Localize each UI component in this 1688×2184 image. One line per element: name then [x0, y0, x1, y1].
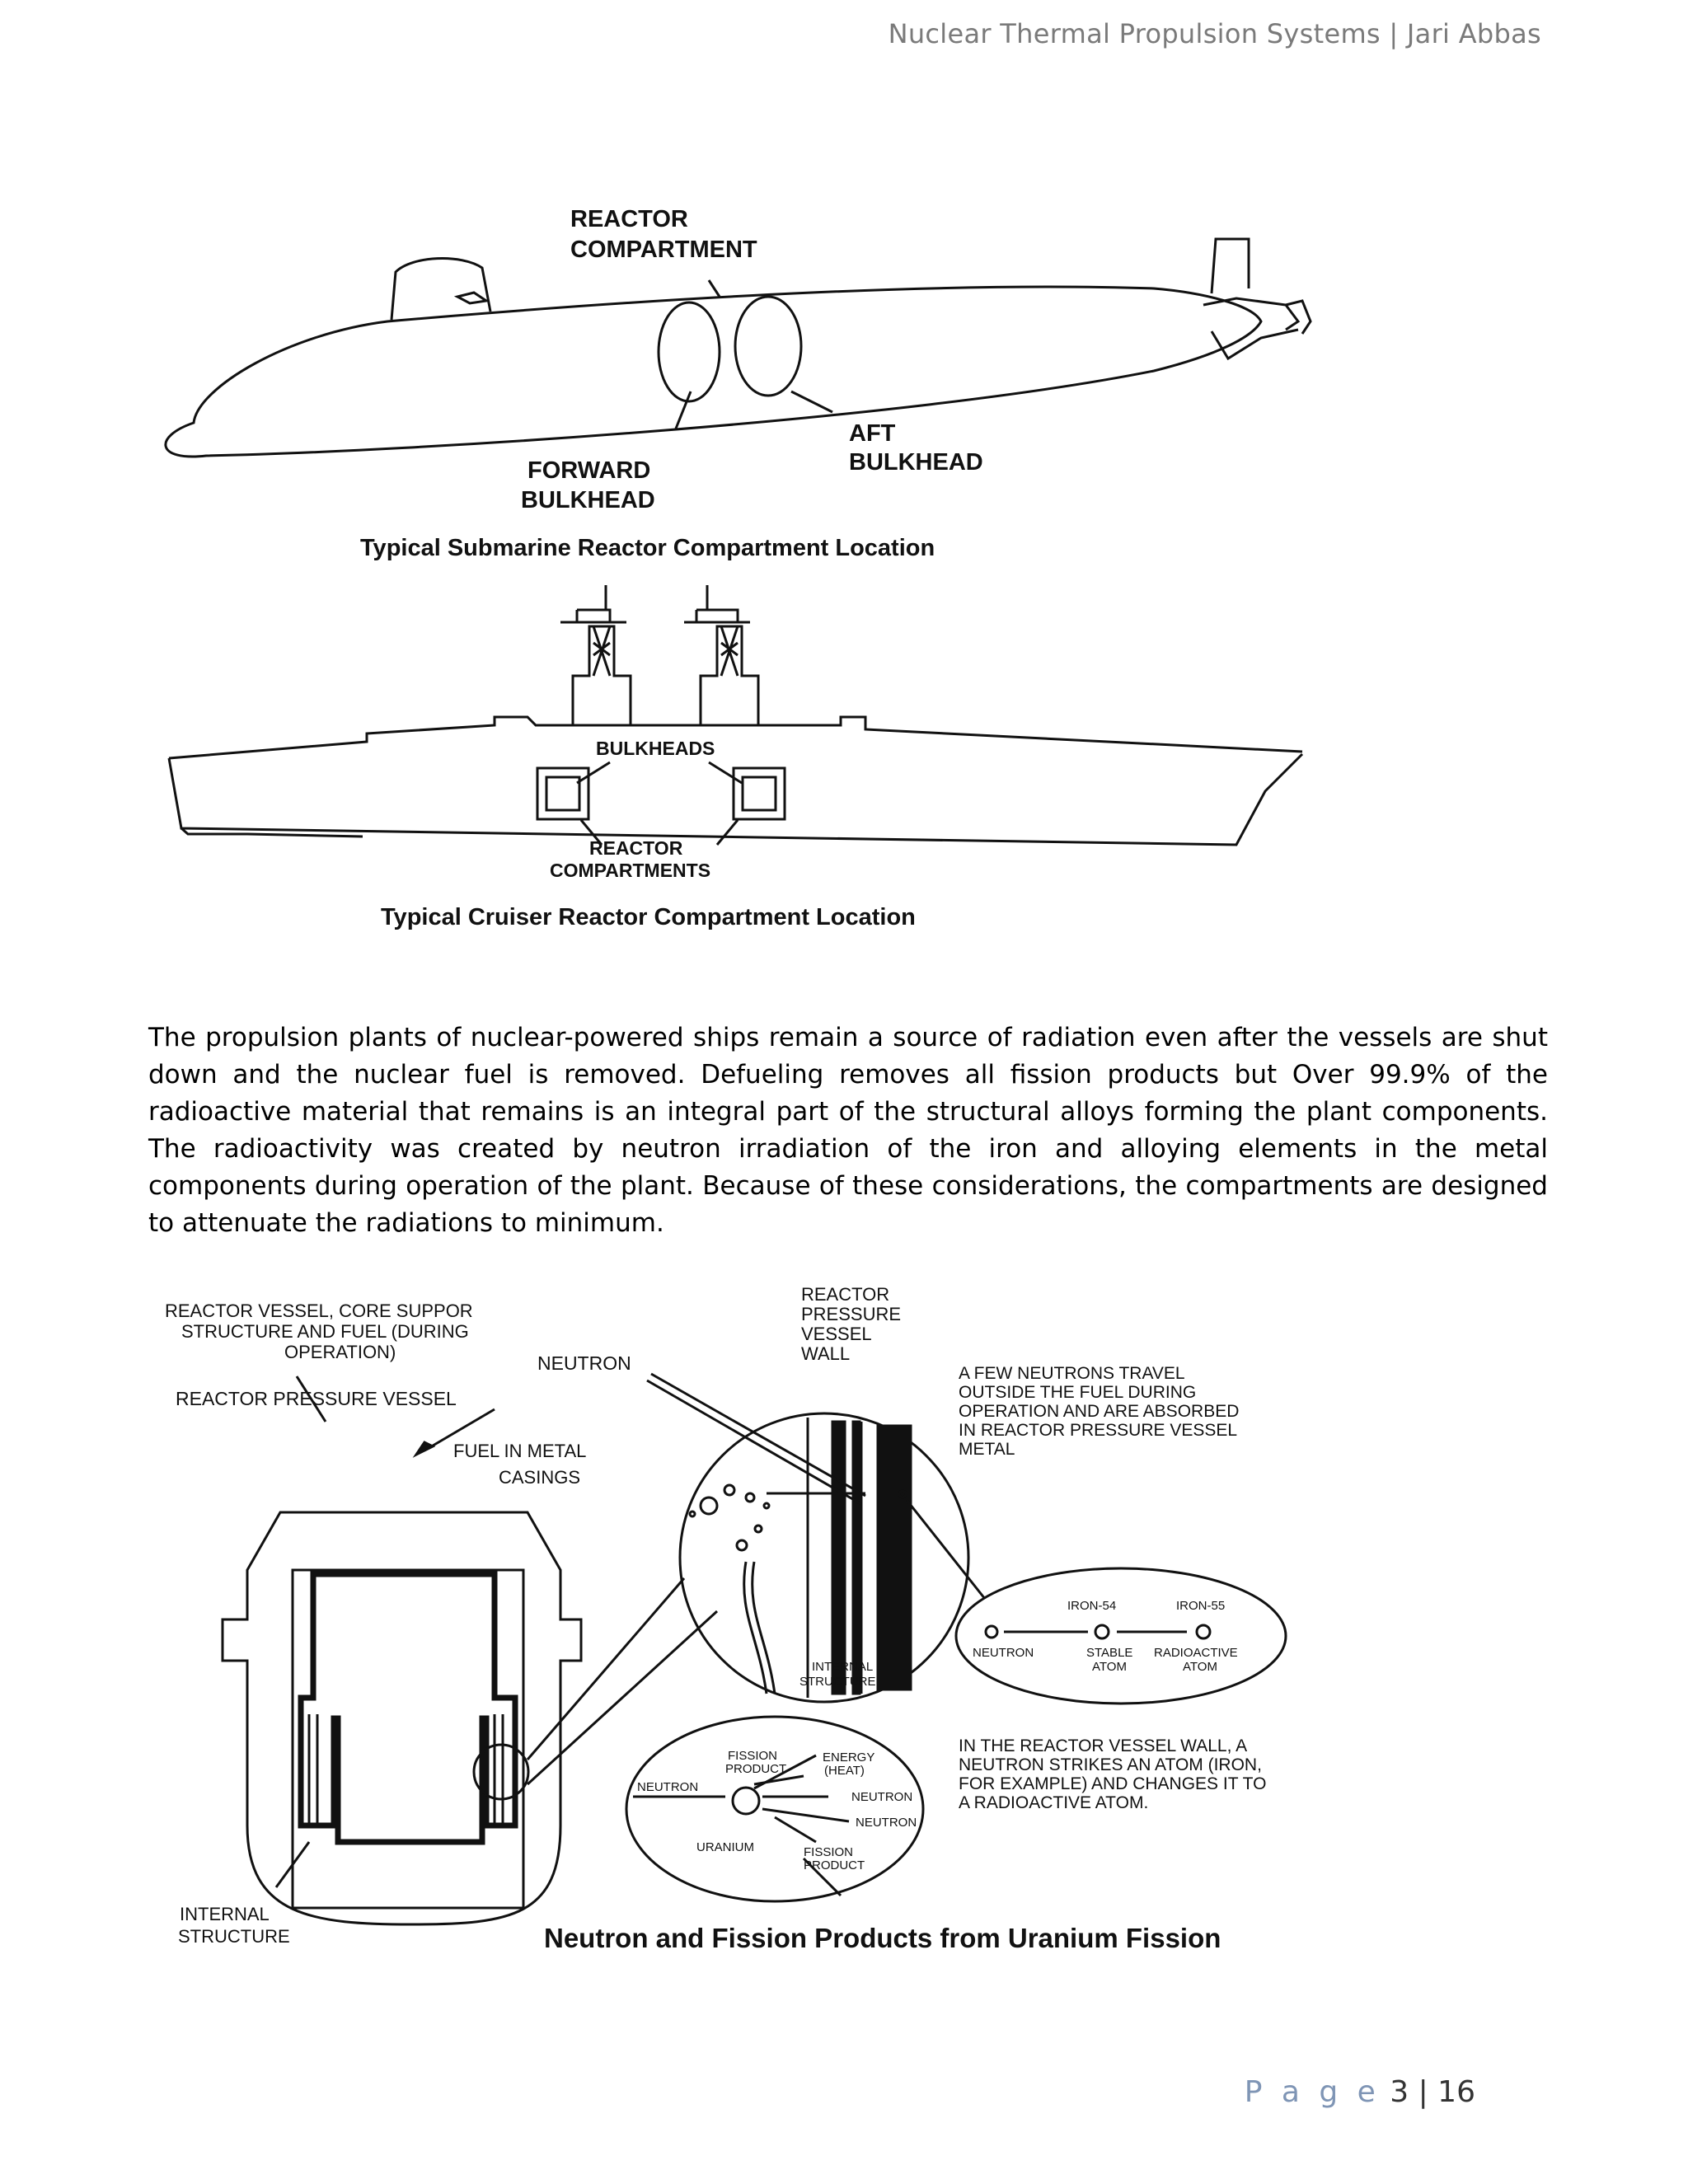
reactor-compartment-label-1: REACTOR: [570, 206, 688, 232]
reactor-compartments-label-1: REACTOR: [589, 837, 683, 859]
internal-small-label-2: STRUCTURE: [799, 1675, 876, 1689]
few-neutrons-label-2: OUTSIDE THE FUEL DURING: [959, 1383, 1196, 1402]
iron55-label: IRON-55: [1176, 1599, 1225, 1613]
few-neutrons-label-4: IN REACTOR PRESSURE VESSEL: [959, 1421, 1237, 1440]
fission-caption: Neutron and Fission Products from Uraniu…: [544, 1923, 1221, 1953]
reactor-compartment-label-2: COMPARTMENT: [570, 237, 757, 263]
forward-bulkhead-label-1: FORWARD: [528, 457, 650, 484]
fission-product-label-4: PRODUCT: [804, 1858, 865, 1872]
few-neutrons-label-3: OPERATION AND ARE ABSORBED: [959, 1402, 1239, 1421]
few-neutrons-label-1: A FEW NEUTRONS TRAVEL: [959, 1364, 1185, 1383]
neutron-small-label: NEUTRON: [973, 1646, 1034, 1660]
iron54-label: IRON-54: [1067, 1599, 1116, 1613]
forward-bulkhead-label-2: BULKHEAD: [521, 487, 655, 513]
reactor-vessel-drawing: [221, 1376, 719, 1926]
wall-label-4: WALL: [801, 1343, 850, 1364]
internal-small-label-1: INTERNAL: [812, 1660, 873, 1674]
body-paragraph: The propulsion plants of nuclear-powered…: [148, 1023, 1548, 1238]
page-word: P a g e: [1244, 2075, 1381, 2109]
neutron-out-label-2: NEUTRON: [856, 1816, 917, 1830]
page-number: 3 | 16: [1390, 2075, 1475, 2109]
neutron-label: NEUTRON: [537, 1352, 631, 1374]
cruiser-figure: BULKHEADS REACTOR COMPARTMENTS Typical C…: [0, 577, 1688, 940]
fission-product-label-1: FISSION: [728, 1749, 777, 1763]
fission-figure: REACTOR VESSEL, CORE SUPPOR STRUCTURE AN…: [0, 1282, 1688, 1982]
strike-label-1: IN THE REACTOR VESSEL WALL, A: [959, 1736, 1247, 1755]
few-neutrons-label-5: METAL: [959, 1440, 1015, 1459]
radioactive-atom-label-2: ATOM: [1183, 1660, 1217, 1674]
vessel-core-label-2: STRUCTURE AND FUEL (DURING: [181, 1321, 469, 1342]
wall-label-3: VESSEL: [801, 1324, 872, 1344]
aft-bulkhead-label-2: BULKHEAD: [849, 449, 983, 476]
submarine-figure: REACTOR COMPARTMENT AFT BULKHEAD FORWARD…: [0, 190, 1688, 577]
fuel-label-1: FUEL IN METAL: [453, 1441, 586, 1461]
neutron-out-label-1: NEUTRON: [851, 1790, 912, 1804]
bulkheads-label: BULKHEADS: [596, 738, 715, 759]
stable-atom-label-2: ATOM: [1092, 1660, 1127, 1674]
radioactive-atom-label-1: RADIOACTIVE: [1154, 1646, 1238, 1660]
strike-label-2: NEUTRON STRIKES AN ATOM (IRON,: [959, 1755, 1262, 1774]
magnified-wall-drawing: [646, 1372, 987, 1704]
iron-atom-drawing: [954, 1567, 1287, 1705]
vessel-core-label-3: OPERATION): [284, 1342, 396, 1362]
reactor-compartments-label-2: COMPARTMENTS: [550, 860, 710, 881]
fission-drawing: [625, 1715, 925, 1903]
uranium-label: URANIUM: [696, 1840, 754, 1854]
cruiser-hull-drawing: [167, 585, 1304, 846]
internal-structure-label-2: STRUCTURE: [178, 1926, 290, 1947]
neutron-in-label: NEUTRON: [637, 1780, 698, 1794]
strike-label-4: A RADIOACTIVE ATOM.: [959, 1793, 1148, 1812]
aft-bulkhead-label-1: AFT: [849, 420, 896, 447]
fission-product-label-2: PRODUCT: [725, 1762, 786, 1776]
wall-label-2: PRESSURE: [801, 1304, 901, 1324]
strike-label-3: FOR EXAMPLE) AND CHANGES IT TO: [959, 1774, 1266, 1793]
page-header: Nuclear Thermal Propulsion Systems | Jar…: [888, 18, 1541, 49]
vessel-core-label-1: REACTOR VESSEL, CORE SUPPOR: [165, 1301, 473, 1321]
energy-label-1: ENERGY: [823, 1750, 874, 1765]
page-footer: P a g e 3 | 16: [1245, 2075, 1475, 2109]
stable-atom-label-1: STABLE: [1086, 1646, 1132, 1660]
pressure-vessel-label: REACTOR PRESSURE VESSEL: [176, 1388, 457, 1409]
energy-label-2: (HEAT): [824, 1764, 865, 1778]
fuel-label-2: CASINGS: [499, 1467, 580, 1488]
submarine-hull-drawing: [164, 237, 1312, 458]
wall-label-1: REACTOR: [801, 1284, 889, 1305]
cruiser-caption: Typical Cruiser Reactor Compartment Loca…: [381, 904, 916, 930]
fission-product-label-3: FISSION: [804, 1845, 853, 1859]
internal-structure-label-1: INTERNAL: [180, 1904, 270, 1924]
submarine-caption: Typical Submarine Reactor Compartment Lo…: [360, 535, 935, 561]
